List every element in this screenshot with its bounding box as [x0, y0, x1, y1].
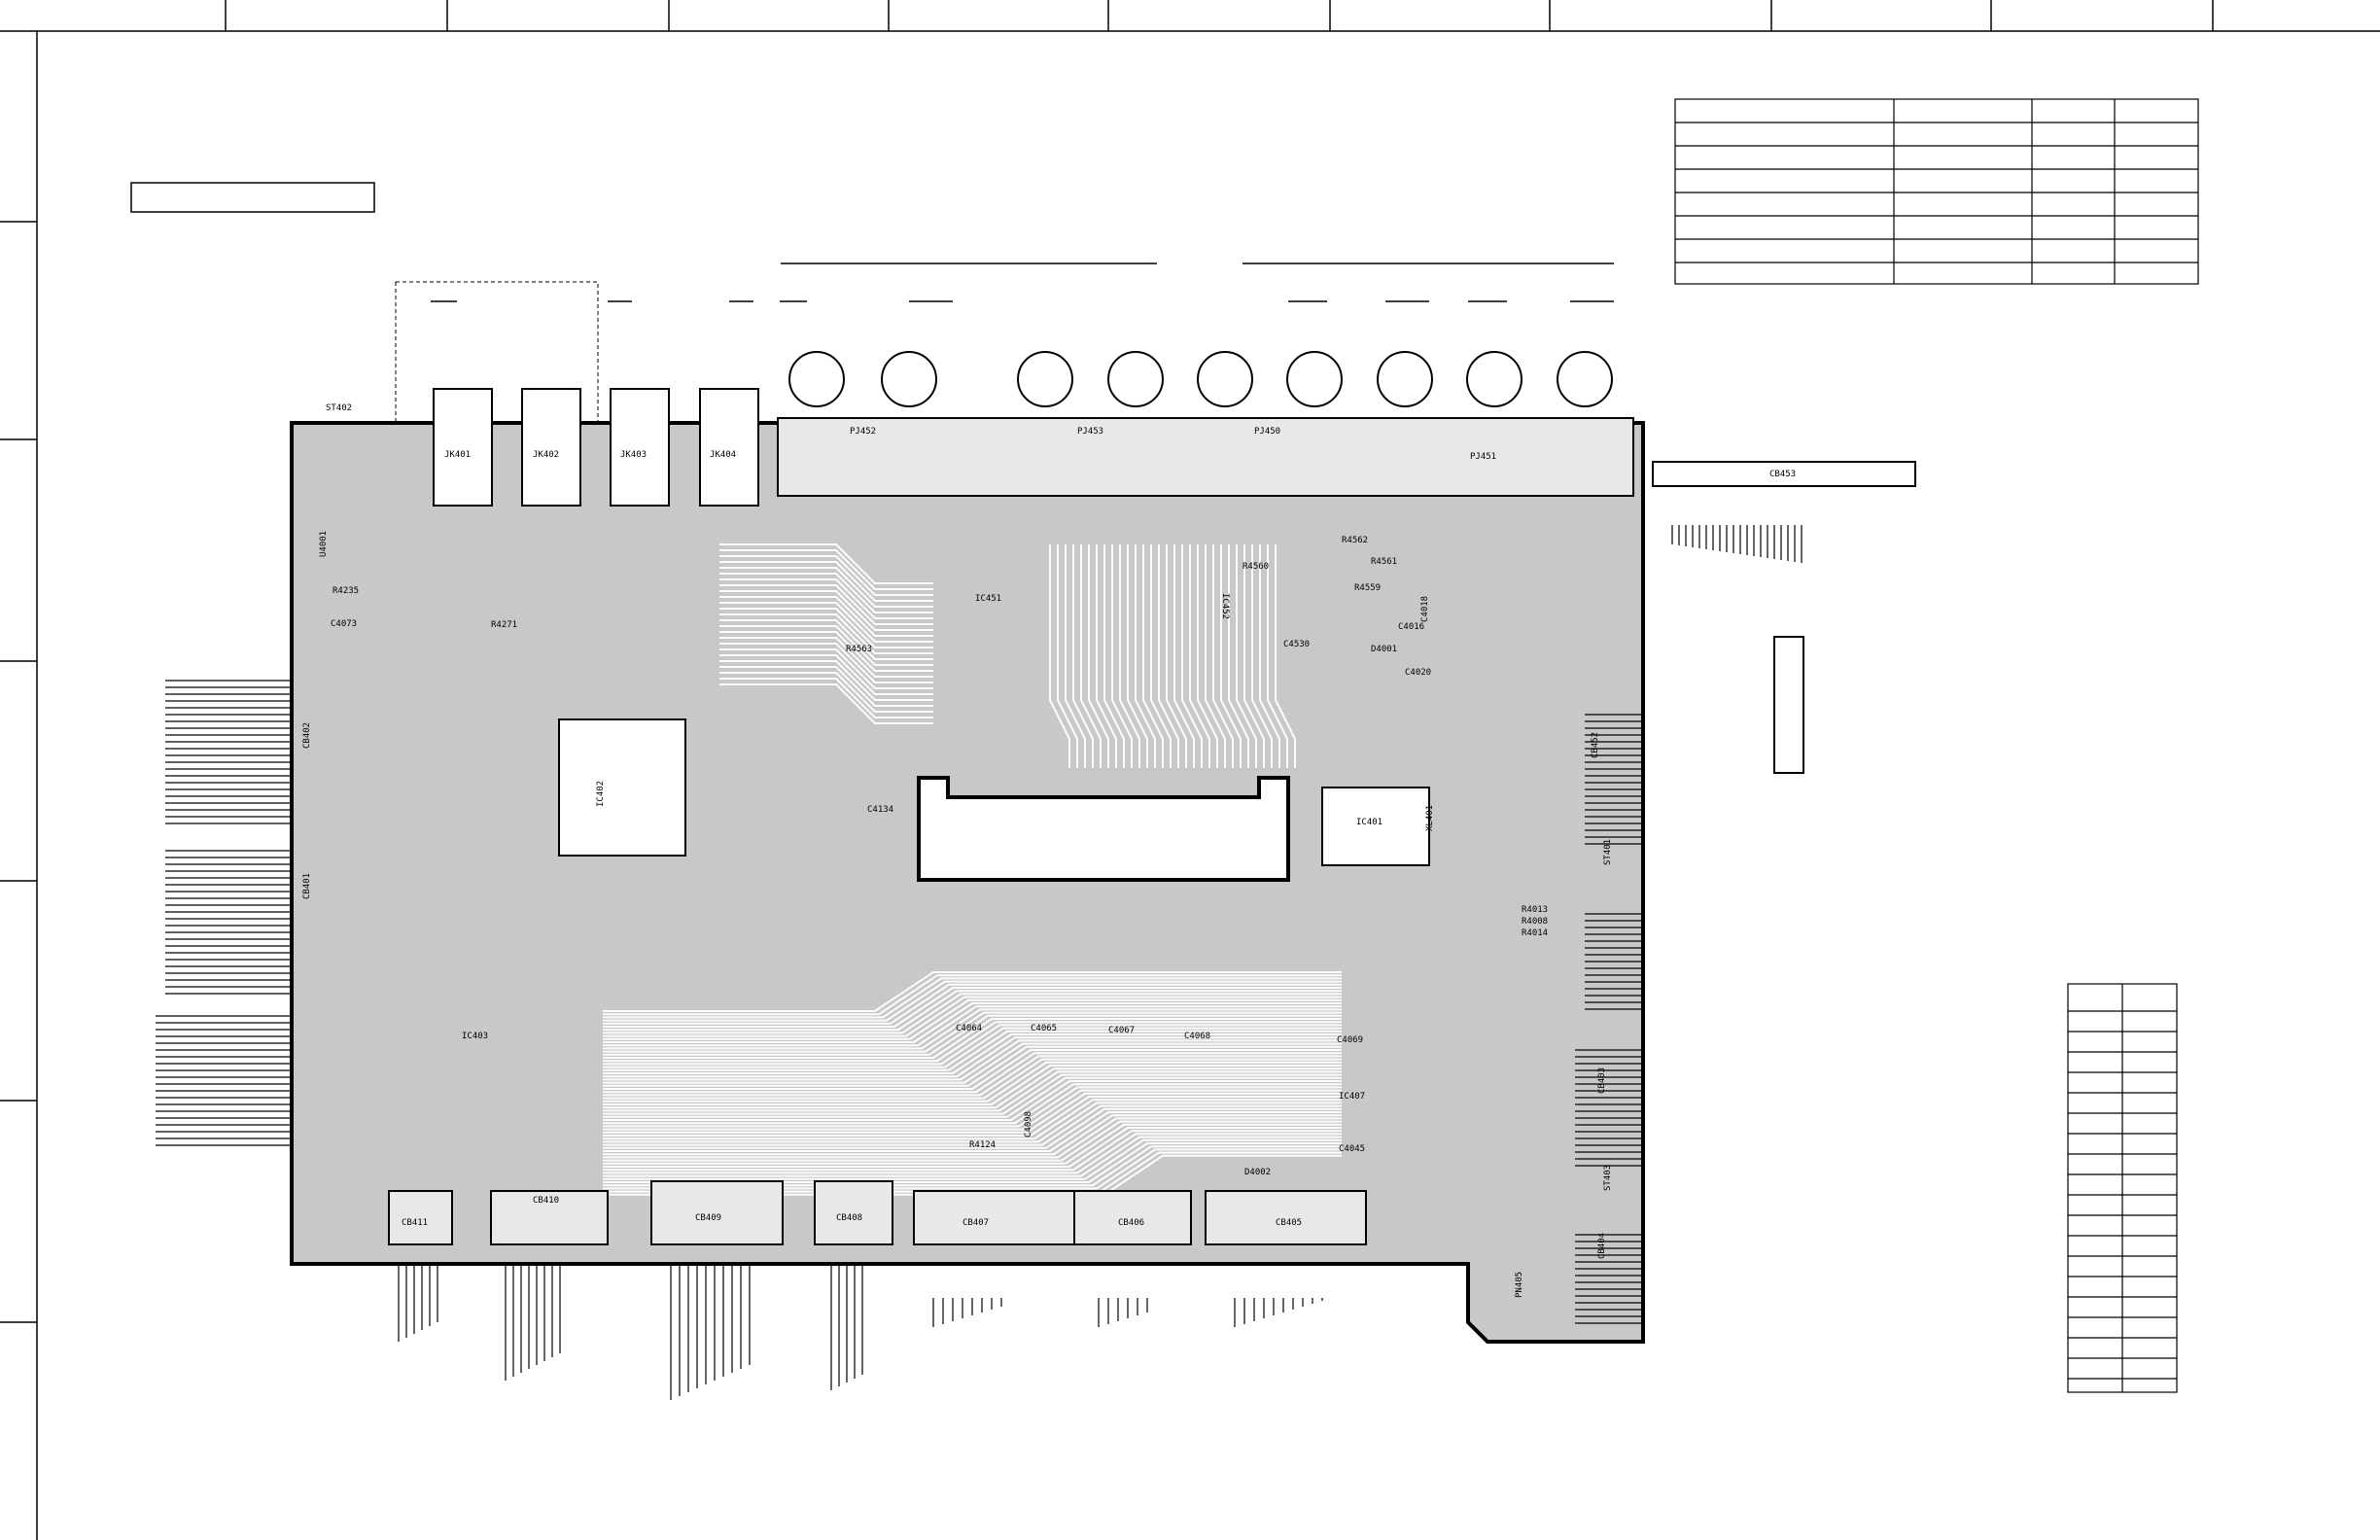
label-c4069: C4069	[1337, 1035, 1363, 1045]
cb453-right-connector	[1652, 461, 1916, 487]
cb453-slot	[917, 776, 1290, 882]
label-cb452: CB452	[1591, 732, 1600, 758]
title-box	[130, 182, 375, 213]
label-r4008: R4008	[1522, 917, 1548, 927]
label-ic403: IC403	[462, 1032, 488, 1041]
ic402-body	[558, 718, 686, 857]
label-ic402: IC402	[596, 781, 606, 807]
bottom-connectors	[388, 1180, 1367, 1245]
label-r4562: R4562	[1342, 536, 1368, 545]
label-cb407: CB407	[962, 1218, 989, 1228]
label-cb405: CB405	[1276, 1218, 1302, 1228]
label-c4020: C4020	[1405, 668, 1431, 678]
label-ic452: IC452	[1220, 593, 1230, 619]
label-xl401: XL401	[1425, 805, 1435, 831]
top-label-lines	[431, 262, 1614, 302]
ic401-body	[1321, 787, 1430, 866]
label-jk404: JK404	[710, 450, 736, 460]
label-cb401: CB401	[302, 873, 312, 899]
label-r4013: R4013	[1522, 905, 1548, 915]
label-r4235: R4235	[332, 586, 359, 596]
label-r4124: R4124	[969, 1140, 996, 1150]
label-jk403: JK403	[620, 450, 647, 460]
label-r4563: R4563	[846, 645, 872, 654]
label-c4134: C4134	[867, 805, 893, 815]
label-r4560: R4560	[1242, 562, 1269, 572]
label-cb402: CB402	[302, 722, 312, 749]
label-c4016: C4016	[1398, 622, 1424, 632]
label-cb408: CB408	[836, 1213, 862, 1223]
label-r4271: R4271	[491, 620, 517, 630]
cb452-right-connector	[1773, 636, 1804, 774]
label-st401: ST401	[1603, 839, 1613, 865]
label-d4002: D4002	[1244, 1168, 1271, 1177]
label-c4530: C4530	[1283, 640, 1310, 649]
label-c4065: C4065	[1031, 1024, 1057, 1033]
label-c4018: C4018	[1420, 596, 1430, 622]
label-st402: ST402	[326, 403, 352, 413]
label-u4001: U4001	[319, 531, 329, 557]
label-cb406: CB406	[1118, 1218, 1144, 1228]
label-cb410: CB410	[533, 1196, 559, 1206]
label-c4073: C4073	[331, 619, 357, 629]
wire-harness	[156, 525, 1802, 1400]
label-c4098: C4098	[1024, 1111, 1033, 1138]
label-st403: ST403	[1603, 1165, 1613, 1191]
label-cb411: CB411	[402, 1218, 428, 1228]
label-pj450: PJ450	[1254, 427, 1280, 437]
label-c4068: C4068	[1184, 1032, 1210, 1041]
label-pn405: PN405	[1515, 1272, 1524, 1298]
label-cb453: CB453	[1769, 470, 1796, 479]
label-jk402: JK402	[533, 450, 559, 460]
label-cb409: CB409	[695, 1213, 721, 1223]
label-r4561: R4561	[1371, 557, 1397, 567]
label-ic407: IC407	[1339, 1092, 1365, 1102]
label-c4064: C4064	[956, 1024, 982, 1033]
label-pj451: PJ451	[1470, 452, 1496, 462]
label-d4001: D4001	[1371, 645, 1397, 654]
reference-table-top	[1674, 98, 2199, 285]
top-jacks	[433, 351, 1634, 507]
label-r4014: R4014	[1522, 928, 1548, 938]
label-jk401: JK401	[444, 450, 471, 460]
label-pj452: PJ452	[850, 427, 876, 437]
pcb-traces	[603, 543, 1342, 1196]
label-c4045: C4045	[1339, 1144, 1365, 1154]
reference-table-side	[2067, 983, 2178, 1393]
label-cb404: CB404	[1597, 1233, 1607, 1259]
label-ic401: IC401	[1356, 818, 1382, 827]
label-r4559: R4559	[1354, 583, 1381, 593]
label-c4067: C4067	[1108, 1026, 1135, 1035]
label-pj453: PJ453	[1077, 427, 1103, 437]
label-cb403: CB403	[1597, 1068, 1607, 1094]
label-ic451: IC451	[975, 594, 1001, 604]
